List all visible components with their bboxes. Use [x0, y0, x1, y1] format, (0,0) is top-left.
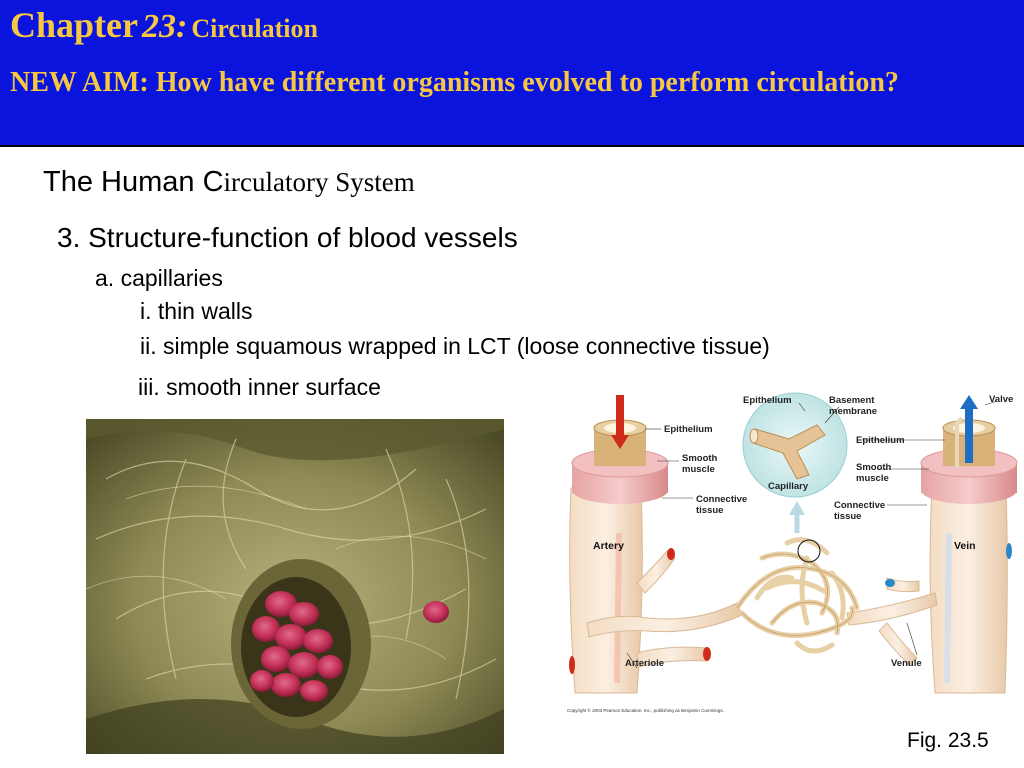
label-venule: Venule: [891, 658, 922, 669]
bullet-structure-function: 3. Structure-function of blood vessels: [57, 222, 518, 253]
label-smooth-muscle-artery-2: muscle: [682, 464, 715, 475]
figure-caption: Fig. 23.5: [907, 729, 989, 752]
label-capillary: Capillary: [768, 481, 809, 492]
blood-vessel-diagram: Epithelium Smooth muscle Connective tiss…: [557, 383, 1022, 718]
label-epithelium-vein: Epithelium: [856, 435, 905, 446]
chapter-word: Chapter: [10, 5, 138, 45]
label-basement-membrane-2: membrane: [829, 406, 877, 417]
label-vein: Vein: [954, 540, 976, 552]
label-epithelium-artery: Epithelium: [664, 424, 713, 435]
label-connective-artery-2: tissue: [696, 505, 723, 516]
label-basement-membrane: Basement: [829, 395, 875, 406]
bullet-capillaries: a. capillaries: [95, 265, 223, 291]
label-arteriole: Arteriole: [625, 658, 664, 669]
chapter-topic: Circulation: [191, 14, 318, 43]
bullet-simple-squamous: ii. simple squamous wrapped in LCT (loos…: [140, 333, 770, 359]
label-smooth-muscle-vein: Smooth: [856, 462, 892, 473]
label-smooth-muscle-vein-2: muscle: [856, 473, 889, 484]
aim-question: NEW AIM: How have different organisms ev…: [10, 67, 899, 98]
label-connective-vein: Connective: [834, 500, 885, 511]
subtitle-part-sans: The Human C: [43, 166, 224, 198]
title-banner: Chapter 23: Circulation NEW AIM: How hav…: [0, 0, 1024, 147]
label-epithelium-capillary: Epithelium: [743, 395, 792, 406]
slide-subtitle: The Human Circulatory System: [43, 166, 415, 199]
diagram-copyright: Copyright © 2003 Pearson Education, Inc.…: [567, 707, 724, 713]
capillary-micrograph: [86, 419, 504, 754]
subtitle-part-serif: irculatory System: [223, 167, 415, 197]
bullet-thin-walls: i. thin walls: [140, 298, 253, 324]
label-valve: Valve: [989, 394, 1013, 405]
label-connective-artery: Connective: [696, 494, 747, 505]
label-artery: Artery: [593, 540, 624, 552]
label-smooth-muscle-artery: Smooth: [682, 453, 718, 464]
chapter-number: 23:: [142, 8, 188, 45]
chapter-title: Chapter 23: Circulation: [10, 4, 318, 46]
bullet-smooth-surface: iii. smooth inner surface: [138, 374, 381, 400]
label-connective-vein-2: tissue: [834, 511, 861, 522]
